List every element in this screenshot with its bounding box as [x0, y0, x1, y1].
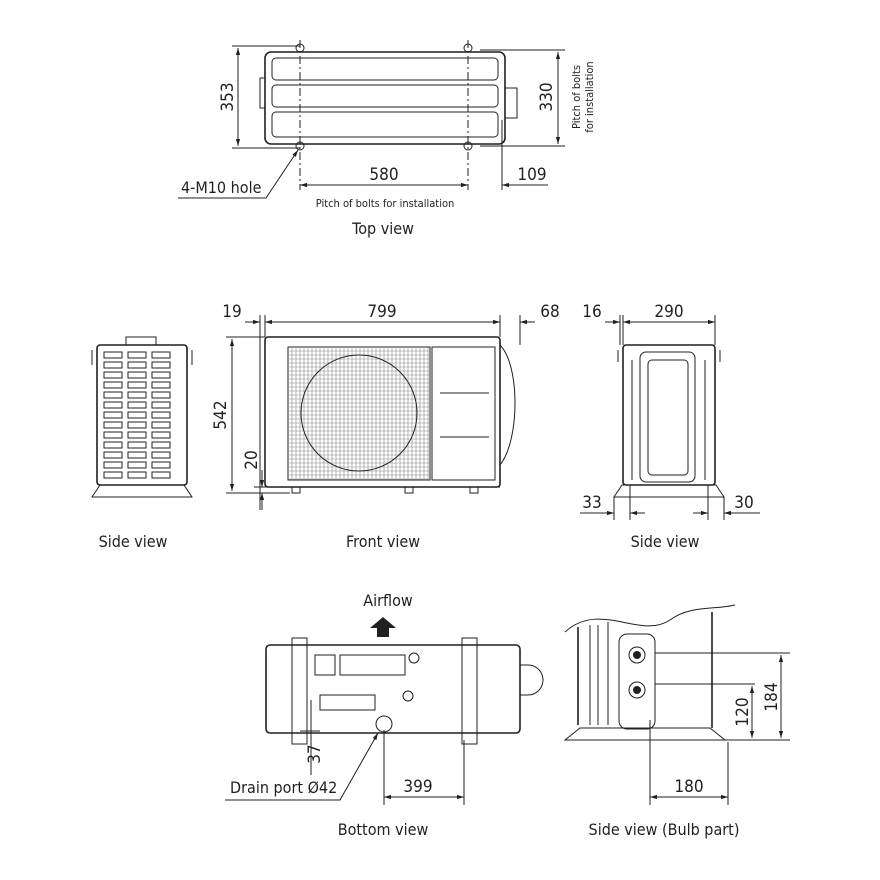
dim-330: 330	[537, 82, 557, 111]
bottom-view-title: Bottom view	[338, 820, 429, 839]
dim-37: 37	[305, 744, 325, 763]
louver	[127, 391, 147, 399]
dim-20: 20	[242, 450, 262, 469]
dim-19: 19	[222, 302, 241, 322]
bulb-side-view: 184 120 180 Side view (Bulb part)	[563, 604, 790, 839]
dim-799: 799	[367, 302, 396, 322]
louver	[103, 371, 123, 379]
louver	[127, 411, 147, 419]
louver	[127, 361, 147, 369]
louver	[127, 461, 147, 469]
louver	[103, 451, 123, 459]
dim-580: 580	[369, 165, 398, 185]
louver	[103, 441, 123, 449]
pitch-label-line1: Pitch of bolts	[570, 65, 583, 129]
louver	[151, 431, 171, 439]
louver	[127, 471, 147, 479]
dim-399: 399	[403, 777, 432, 797]
louver	[127, 401, 147, 409]
airflow-label: Airflow	[363, 591, 413, 610]
louver	[151, 351, 171, 359]
louver	[103, 361, 123, 369]
louver	[151, 391, 171, 399]
louver	[103, 421, 123, 429]
louver	[103, 411, 123, 419]
louver	[127, 441, 147, 449]
louver	[103, 471, 123, 479]
bulb-view-title: Side view (Bulb part)	[589, 820, 740, 839]
louver	[151, 461, 171, 469]
louver	[103, 431, 123, 439]
louver	[151, 371, 171, 379]
louver	[151, 441, 171, 449]
pitch-label: Pitch of bolts for installation	[316, 197, 455, 210]
louver	[151, 401, 171, 409]
louver	[127, 451, 147, 459]
hole-label: 4-M10 hole	[181, 178, 262, 197]
louver	[127, 421, 147, 429]
louver	[127, 381, 147, 389]
louver	[103, 391, 123, 399]
louver	[103, 381, 123, 389]
top-view-title: Top view	[351, 219, 414, 238]
louver	[151, 451, 171, 459]
dim-290: 290	[654, 302, 683, 322]
bottom-view: Airflow 37 Drain port Ø42 399 Bottom vie…	[225, 591, 544, 839]
top-view: 353 330 Pitch of bolts for installation …	[178, 40, 596, 238]
dim-68: 68	[540, 302, 559, 322]
airflow-arrow-icon	[370, 617, 396, 637]
dim-180: 180	[674, 777, 703, 797]
side-view-left: Side view	[91, 336, 193, 551]
front-view: 19 799 68 542 20 Front view	[211, 302, 560, 551]
dim-184: 184	[762, 682, 782, 711]
louver	[127, 431, 147, 439]
dim-120: 120	[733, 697, 753, 726]
louver	[127, 371, 147, 379]
side-view-right: 16 290 33 30 Side view	[580, 302, 760, 551]
dim-30: 30	[734, 493, 753, 513]
front-view-title: Front view	[346, 532, 420, 551]
bolt-icon	[295, 43, 473, 151]
pitch-label-line2: for installation	[583, 61, 596, 132]
louver	[103, 401, 123, 409]
louver	[127, 351, 147, 359]
louver	[151, 361, 171, 369]
dim-353: 353	[218, 82, 238, 111]
dim-542: 542	[211, 400, 231, 429]
dim-33: 33	[582, 493, 601, 513]
louver	[151, 421, 171, 429]
side-view-left-title: Side view	[99, 532, 168, 551]
dim-16: 16	[582, 302, 601, 322]
louver	[151, 411, 171, 419]
side-view-right-title: Side view	[631, 532, 700, 551]
drain-label: Drain port Ø42	[230, 778, 337, 797]
louver	[151, 471, 171, 479]
louver	[103, 461, 123, 469]
dim-109: 109	[517, 165, 546, 185]
louver	[151, 381, 171, 389]
louver	[103, 351, 123, 359]
